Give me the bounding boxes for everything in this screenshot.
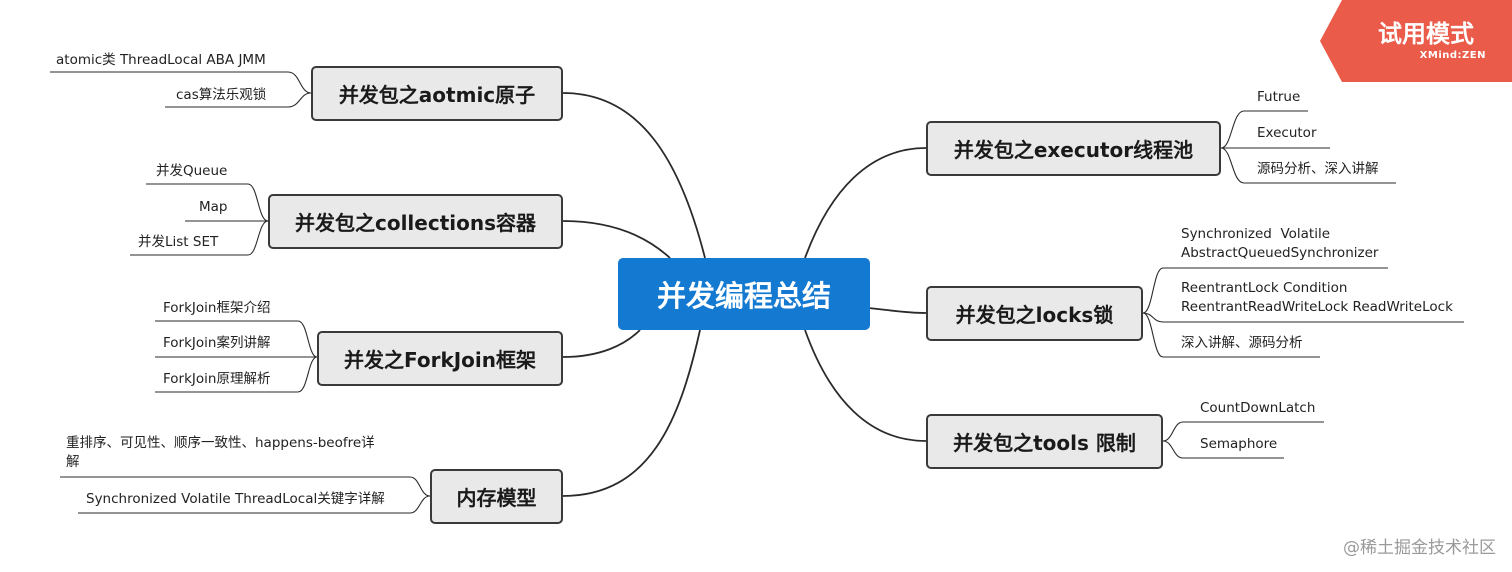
topic-forkjoin-label: 并发之ForkJoin框架 xyxy=(343,348,537,372)
subtopic-locks-source[interactable]: 深入讲解、源码分析 xyxy=(1181,335,1303,351)
trial-badge-title: 试用模式 xyxy=(1378,20,1474,48)
watermark: @稀土掘金技术社区 xyxy=(1343,538,1496,558)
central-topic-label: 并发编程总结 xyxy=(656,279,831,313)
topic-locks[interactable]: 并发包之locks锁 xyxy=(926,286,1143,341)
subtopic-atomic-classes[interactable]: atomic类 ThreadLocal ABA JMM xyxy=(56,52,266,68)
subtopic-future[interactable]: Futrue xyxy=(1257,89,1301,105)
topic-atomic[interactable]: 并发包之aotmic原子 xyxy=(311,66,563,121)
connector-forkjoin xyxy=(562,329,641,358)
subtopic-semaphore[interactable]: Semaphore xyxy=(1200,436,1278,452)
subtopic-reordering[interactable]: 重排序、可见性、顺序一致性、happens-beofre详 解 xyxy=(66,434,375,472)
connector-executor xyxy=(804,147,927,259)
subtopic-keywords[interactable]: Synchronized Volatile ThreadLocal关键字详解 xyxy=(86,491,385,507)
trial-badge-subtitle: XMind:ZEN xyxy=(1419,50,1486,61)
subtopic-cas[interactable]: cas算法乐观锁 xyxy=(176,87,267,103)
subtopic-map[interactable]: Map xyxy=(199,199,228,215)
topic-executor-label: 并发包之executor线程池 xyxy=(953,138,1194,162)
topic-locks-label: 并发包之locks锁 xyxy=(955,303,1114,327)
topic-collections-label: 并发包之collections容器 xyxy=(294,211,537,235)
connector-memory xyxy=(562,329,701,497)
subtopic-forkjoin-cases[interactable]: ForkJoin案列讲解 xyxy=(163,335,271,351)
subtopic-reentrant-line2: ReentrantReadWriteLock ReadWriteLock xyxy=(1181,299,1453,315)
trial-badge xyxy=(1320,0,1512,82)
topic-memory[interactable]: 内存模型 xyxy=(430,469,563,524)
topic-executor[interactable]: 并发包之executor线程池 xyxy=(926,121,1221,176)
subtopic-executor-source[interactable]: 源码分析、深入讲解 xyxy=(1257,161,1379,177)
subtopic-list-set[interactable]: 并发List SET xyxy=(138,234,219,250)
topic-forkjoin[interactable]: 并发之ForkJoin框架 xyxy=(317,331,563,386)
connector-atomic xyxy=(562,92,706,259)
subtopic-reentrant-line1: ReentrantLock Condition xyxy=(1181,280,1348,296)
central-topic[interactable]: 并发编程总结 xyxy=(618,258,870,330)
subtopic-synchronized-aqs[interactable]: Synchronized Volatile AbstractQueuedSync… xyxy=(1181,225,1378,263)
subtopic-reordering-line1: 重排序、可见性、顺序一致性、happens-beofre详 xyxy=(66,435,375,451)
topic-tools-label: 并发包之tools 限制 xyxy=(953,431,1136,455)
subtopic-forkjoin-intro[interactable]: ForkJoin框架介绍 xyxy=(163,300,271,316)
subtopic-reentrant[interactable]: ReentrantLock Condition ReentrantReadWri… xyxy=(1181,279,1453,317)
subtopic-countdownlatch[interactable]: CountDownLatch xyxy=(1200,400,1316,416)
topic-collections[interactable]: 并发包之collections容器 xyxy=(268,194,563,249)
subtopic-synchronized-line2: AbstractQueuedSynchronizer xyxy=(1181,245,1379,261)
subtopic-executor[interactable]: Executor xyxy=(1257,125,1317,141)
topic-atomic-label: 并发包之aotmic原子 xyxy=(338,83,536,107)
subtopic-queue[interactable]: 并发Queue xyxy=(156,163,228,179)
connector-tools xyxy=(804,329,927,442)
subtopic-synchronized-line1: Synchronized Volatile xyxy=(1181,226,1331,242)
connector-collections xyxy=(562,220,671,259)
subtopic-forkjoin-principle[interactable]: ForkJoin原理解析 xyxy=(163,371,271,387)
topic-tools[interactable]: 并发包之tools 限制 xyxy=(926,414,1163,469)
topic-memory-label: 内存模型 xyxy=(456,486,537,510)
subtopic-reordering-line2: 解 xyxy=(66,454,80,470)
connector-locks xyxy=(867,307,927,314)
